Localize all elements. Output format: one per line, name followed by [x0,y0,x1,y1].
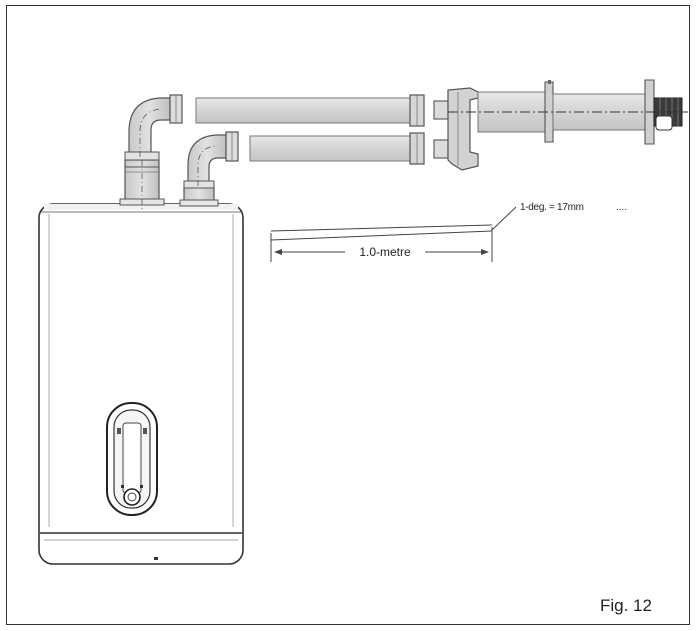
flue-pipe-upper [195,94,425,127]
boiler-spigot-left [119,159,165,210]
flue-pipe-lower [249,132,425,165]
twin-adaptor [433,87,479,171]
flue-elbow-lower [183,131,239,189]
boiler [38,203,244,565]
control-panel [106,402,158,516]
slope-label-dots: .... [616,202,627,213]
flue-elbow-upper [124,94,183,161]
slope-annotation: 1.0-metre 1-deg. = 17mm .... [270,202,627,262]
slope-label: 1-deg. = 17mm [520,202,584,213]
boiler-spigot-right [179,186,219,207]
figure-caption: Fig. 12 [600,596,652,615]
terminal-pipe [448,79,688,145]
length-label: 1.0-metre [359,245,411,259]
